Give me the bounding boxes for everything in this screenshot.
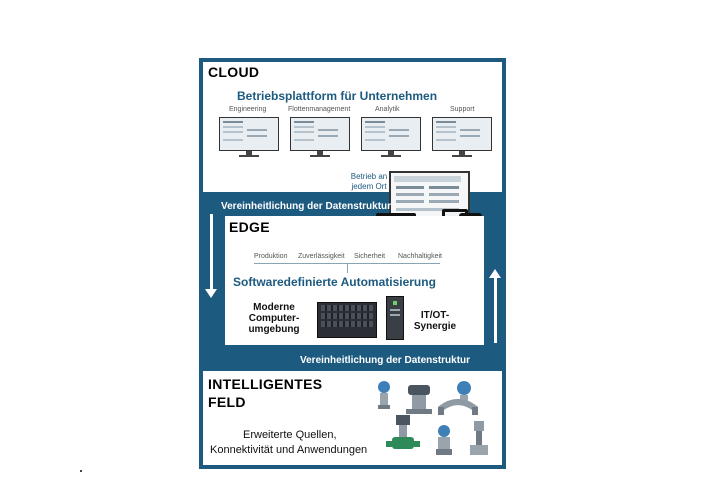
- field-section: [203, 371, 502, 465]
- automation-title: Softwaredefinierte Automatisierung: [233, 275, 436, 289]
- down-arrow-icon: [205, 289, 217, 298]
- category-reliability: Zuverlässigkeit: [298, 253, 345, 260]
- field-text-line2: Konnektivität und Anwendungen: [210, 444, 368, 456]
- down-arrow-shaft: [210, 214, 213, 289]
- data-structure-top: Vereinheitlichung der Datenstruktur: [221, 201, 392, 212]
- data-structure-bottom: Vereinheitlichung der Datenstruktur: [300, 355, 471, 366]
- stray-dot: [80, 470, 82, 472]
- monitor-label-analytics: Analytik: [375, 106, 400, 113]
- field-title-line1: INTELLIGENTES: [208, 376, 323, 392]
- platform-title: Betriebsplattform für Unternehmen: [237, 89, 438, 103]
- up-arrow-icon: [489, 269, 501, 278]
- edge-controller-icon: [386, 296, 404, 340]
- field-instruments-icon: [378, 381, 488, 455]
- category-sustainability: Nachhaltigkeit: [398, 253, 442, 260]
- server-rack-icon: [317, 302, 377, 338]
- up-arrow-shaft: [494, 278, 497, 343]
- category-safety: Sicherheit: [354, 253, 386, 260]
- synergy-label: IT/OT-Synergie: [413, 310, 457, 332]
- field-title-line2: FELD: [208, 394, 246, 410]
- monitor-label-engineering: Engineering: [229, 106, 267, 113]
- cloud-title: CLOUD: [208, 64, 260, 80]
- engineering-monitor-icon: [219, 117, 279, 157]
- support-monitor-icon: [432, 117, 492, 157]
- anywhere-label: Betrieb an jedem Ort: [350, 172, 388, 191]
- analytics-monitor-icon: [361, 117, 421, 157]
- fleet-monitor-icon: [290, 117, 350, 157]
- category-production: Produktion: [254, 253, 288, 260]
- monitor-label-fleet: Flottenmanagement: [288, 106, 351, 113]
- computing-label: Moderne Computer-umgebung: [248, 302, 300, 335]
- field-text-line1: Erweiterte Quellen,: [243, 429, 337, 441]
- category-connector-stem: [347, 263, 348, 273]
- edge-title: EDGE: [229, 219, 270, 235]
- monitor-label-support: Support: [450, 106, 475, 113]
